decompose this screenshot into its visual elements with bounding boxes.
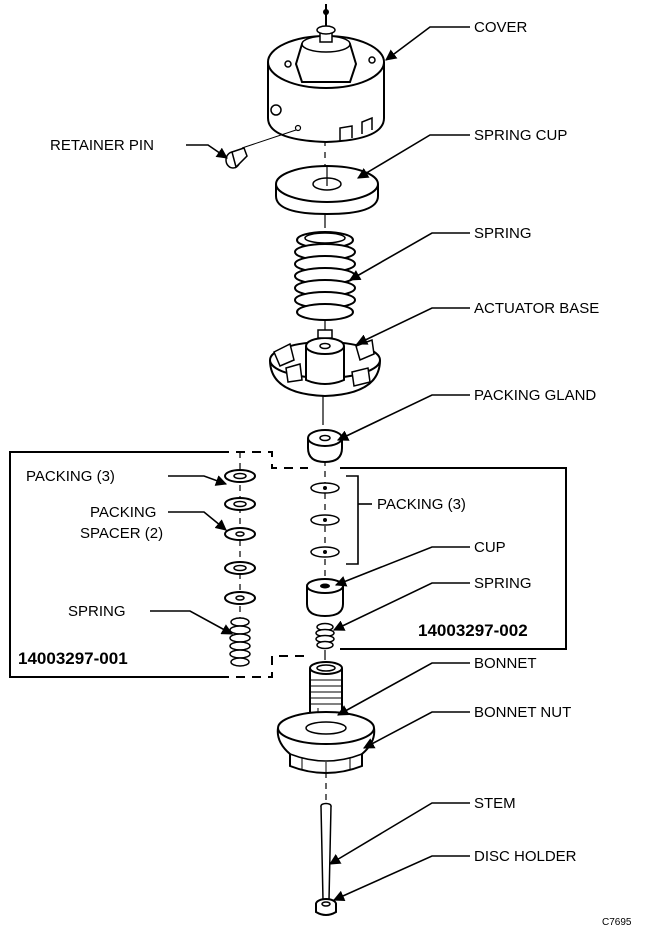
left-packing-stack: [224, 469, 256, 605]
label-cup: CUP: [474, 539, 506, 556]
kit-part-number-left: 14003297-001: [18, 649, 128, 668]
label-packing-left: PACKING (3): [26, 468, 115, 485]
cup-part: [306, 578, 344, 618]
actuator-base-part: [269, 329, 381, 398]
disc-holder-part: [315, 898, 337, 916]
label-stem: STEM: [474, 795, 516, 812]
label-packing-gland: PACKING GLAND: [474, 387, 596, 404]
label-bonnet-nut: BONNET NUT: [474, 704, 571, 721]
figure-code: C7695: [602, 917, 632, 926]
label-retainer-pin: RETAINER PIN: [50, 137, 154, 154]
stem-part: [320, 802, 332, 901]
label-bonnet: BONNET: [474, 655, 537, 672]
cover-part: [267, 4, 385, 144]
label-spring-cup: SPRING CUP: [474, 127, 567, 144]
label-cover: COVER: [474, 19, 528, 36]
right-packing-stack: [310, 482, 340, 558]
label-packing-spacer-line1: PACKING: [90, 504, 156, 521]
label-disc-holder: DISC HOLDER: [474, 848, 577, 865]
bonnet-nut-part: [276, 711, 376, 776]
label-actuator-base: ACTUATOR BASE: [474, 300, 599, 317]
kit-box-left: [9, 451, 308, 678]
label-spring-right: SPRING: [474, 575, 532, 592]
label-spring-top: SPRING: [474, 225, 532, 242]
spring-left-part: [229, 617, 251, 667]
spring-cup-part: [275, 165, 379, 216]
label-packing-spacer-line2: SPACER (2): [80, 525, 163, 542]
retainer-pin-part: [225, 129, 297, 169]
label-packing-right: PACKING (3): [377, 496, 466, 513]
leader-lines: [150, 26, 470, 901]
kit-box-right: [340, 467, 567, 650]
packing-gland-part: [307, 429, 343, 464]
kit-part-number-right: 14003297-002: [418, 621, 528, 640]
spring-right-part: [315, 622, 335, 650]
label-spring-left: SPRING: [68, 603, 126, 620]
spring-top-part: [294, 231, 356, 321]
